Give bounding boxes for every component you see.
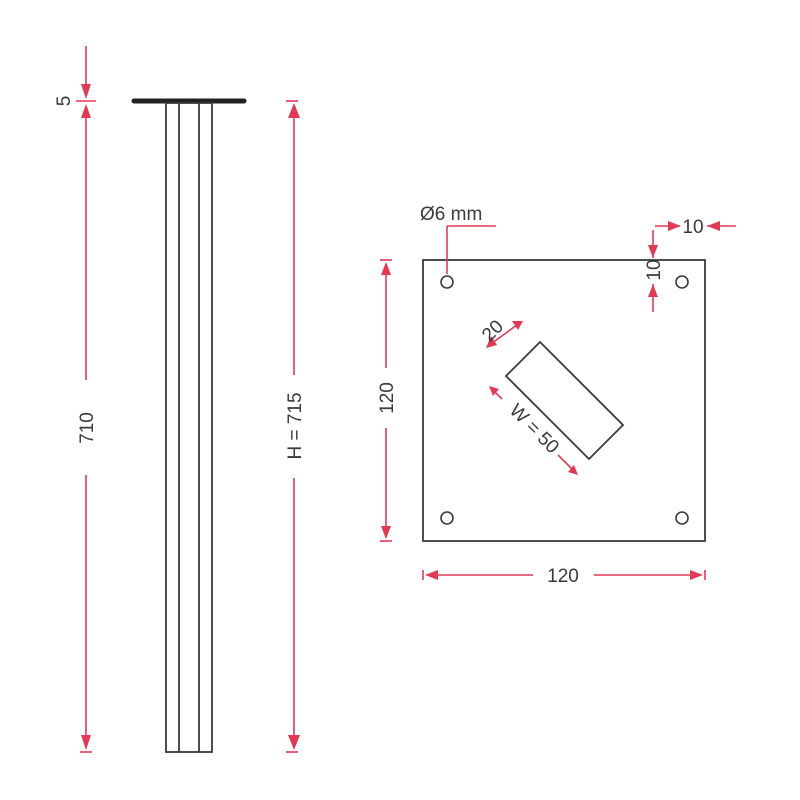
base-plate-top-view xyxy=(422,259,706,542)
mounting-hole-top-right xyxy=(675,275,689,289)
dimension-plate-height: 120 xyxy=(377,259,398,542)
base-plate-outline xyxy=(422,259,706,542)
arrow-left-icon xyxy=(707,221,720,231)
arrow-up-icon xyxy=(648,284,658,297)
dimension-slot-length: W = 50 xyxy=(489,386,578,475)
slot-width-label: 20 xyxy=(478,316,508,346)
plate-width-label: 120 xyxy=(547,566,579,587)
dimension-hole-offset-y: 10 xyxy=(644,230,665,312)
arrow-icon xyxy=(512,321,523,330)
slot-length-label: W = 50 xyxy=(505,400,563,458)
dimension-hole-offset-x: 10 xyxy=(655,217,736,238)
arrow-right-icon xyxy=(668,221,681,231)
arrow-icon xyxy=(568,465,578,475)
arrow-down-icon xyxy=(381,526,391,539)
dimension-plate-width: 120 xyxy=(422,566,706,587)
arrow-down-icon xyxy=(648,245,658,258)
dimension-hole-diameter: Ø6 mm xyxy=(420,204,496,274)
leg-side-view xyxy=(131,98,247,753)
arrow-down-icon xyxy=(288,735,300,750)
dimension-plate-thickness: 5 xyxy=(54,46,96,118)
total-height-label: H = 715 xyxy=(285,392,306,459)
arrow-icon xyxy=(489,386,499,396)
mounting-hole-top-left xyxy=(440,275,454,289)
dimension-tube-length: 710 xyxy=(77,110,98,753)
plate-thickness-label: 5 xyxy=(54,96,75,107)
mounting-hole-bottom-left xyxy=(440,511,454,525)
center-slot xyxy=(504,340,625,461)
tube-length-label: 710 xyxy=(77,412,98,444)
arrow-icon xyxy=(486,336,497,348)
arrow-right-icon xyxy=(690,570,703,580)
hole-diameter-label: Ø6 mm xyxy=(420,204,482,225)
leg-tube xyxy=(165,102,213,753)
arrow-down-icon xyxy=(81,735,91,750)
plate-height-label: 120 xyxy=(377,382,398,414)
hole-offset-y-label: 10 xyxy=(644,259,665,280)
dimension-slot-width: 20 xyxy=(478,316,523,348)
dimension-total-height: H = 715 xyxy=(285,100,306,753)
mounting-hole-bottom-right xyxy=(675,511,689,525)
hole-offset-x-label: 10 xyxy=(682,217,703,238)
arrow-down-icon xyxy=(81,84,91,99)
